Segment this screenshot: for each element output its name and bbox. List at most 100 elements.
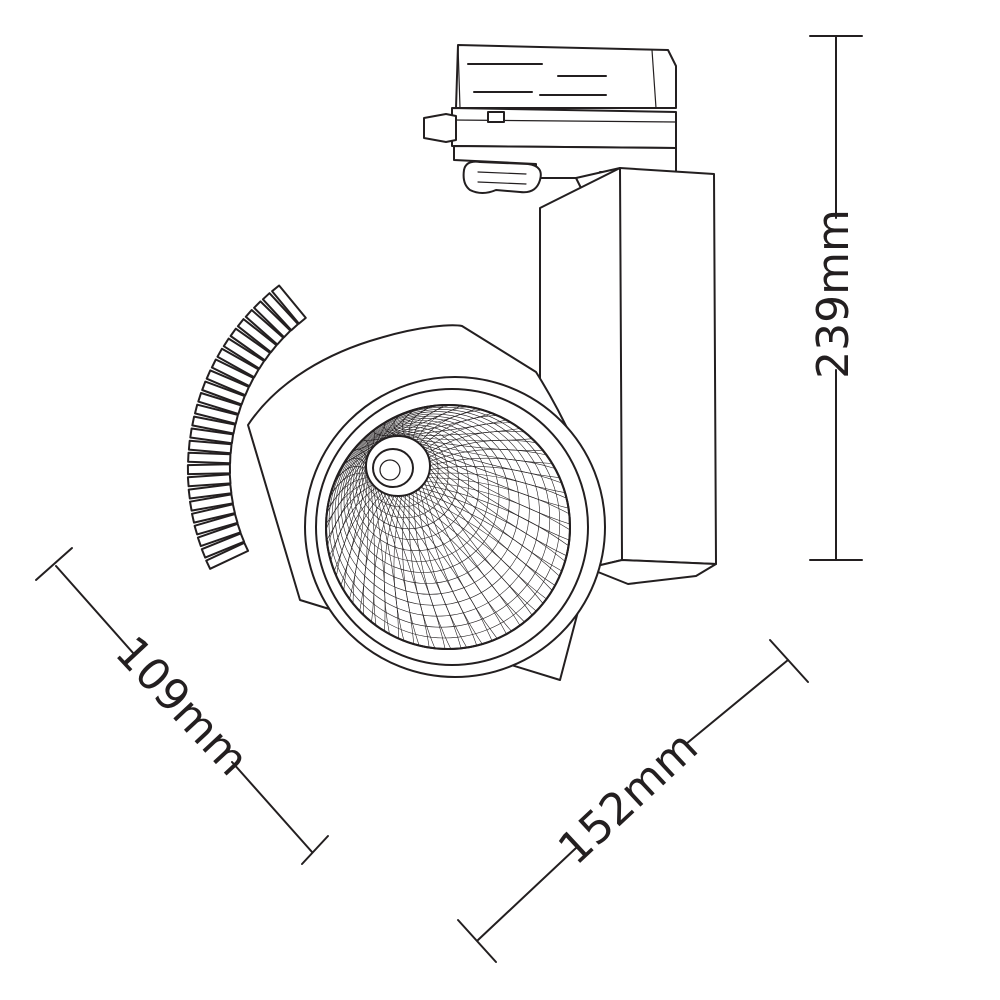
reflector-facet-line [326, 454, 371, 541]
reflector-facet-line [379, 489, 430, 648]
heat-sink-fin [191, 503, 236, 524]
heat-sink-fin [196, 522, 242, 548]
reflector-facet-line [359, 473, 370, 612]
reflector-facet-line [384, 495, 399, 635]
reflector-facet-line [393, 495, 493, 641]
reflector-facet-line [427, 465, 556, 586]
reflector-facet-line [390, 408, 477, 438]
reflector-facet-line [425, 477, 570, 515]
heat-sink-fin [222, 337, 266, 370]
heat-sink-fin [210, 358, 255, 388]
reflector-facet-line [394, 412, 493, 437]
heat-sink-fin [187, 451, 232, 465]
reflector-ring [358, 429, 459, 530]
reflector-facet-line [426, 473, 537, 612]
reflector-facet-line [397, 419, 507, 437]
reflector-ring [343, 417, 510, 584]
reflector-facet-line [371, 480, 386, 632]
reflector-facet-line [349, 469, 369, 600]
heat-sink-fin [194, 403, 239, 425]
reflector-facet-line [327, 484, 375, 546]
reflector [325, 404, 571, 650]
reflector-facet-line [416, 489, 560, 577]
reflector-facet-line [423, 480, 512, 632]
reflector-facet-line [405, 436, 533, 441]
dimension-width: 152mm [457, 639, 809, 963]
reflector-facet-line [427, 457, 556, 469]
width-label: 152mm [549, 722, 708, 875]
heat-sink-fin [261, 292, 299, 332]
heat-sink-fin [205, 369, 250, 397]
reflector-facet-line [386, 405, 462, 439]
reflector-facet-line [343, 491, 384, 591]
reflector-facet-line [419, 486, 566, 562]
reflector-facet-line [326, 480, 373, 531]
heat-sink-fin [189, 427, 235, 445]
heat-sink-fin [191, 415, 237, 435]
reflector-facet-line [405, 494, 533, 616]
reflector-facet-line [426, 472, 567, 499]
height-label: 239mm [808, 209, 859, 379]
dimension-depth: 109mm [35, 547, 329, 865]
reflector-facet-line [409, 438, 544, 451]
reflector-facet-line [333, 462, 369, 572]
reflector-facet-line [401, 495, 521, 626]
reflector-facet-line [382, 491, 446, 649]
reflector-facet-line [386, 493, 462, 649]
reflector-facet-line [421, 484, 498, 639]
reflector-facet-line [421, 415, 498, 448]
heat-sink-fin [201, 380, 246, 406]
reflector-facet-line [412, 439, 553, 464]
reflector-facet-line [416, 406, 467, 443]
heat-sink-fin [253, 300, 292, 339]
heat-sink-fin [197, 392, 243, 415]
reflector-facet-line [425, 430, 525, 455]
reflector-facet-line [426, 457, 567, 557]
reflector-facet-line [329, 458, 370, 556]
reflector-facet-line [426, 439, 537, 459]
heat-sink-fin [189, 493, 234, 512]
reflector-facet-line [401, 428, 521, 437]
reflector-facet-line [418, 487, 483, 645]
heat-sink-fin [187, 439, 233, 455]
heat-sink-fin [186, 463, 231, 476]
heat-sink-fin [200, 532, 246, 559]
dimension-height: 239mm [808, 35, 863, 561]
reflector-facet-line [408, 405, 435, 439]
reflector-facet-line [421, 484, 569, 547]
reflector-ring [352, 424, 480, 551]
reflector-facet-line [376, 487, 414, 645]
reflector-facet-line [418, 409, 483, 445]
reflector-facet-line [336, 489, 380, 577]
reflector-facet-line [423, 422, 512, 452]
track-adapter [423, 44, 677, 194]
heat-sink-fin [187, 483, 233, 500]
heat-sink-fin [236, 318, 278, 354]
reflector-facet-line [370, 477, 375, 623]
reflector-facet-line [330, 486, 377, 562]
heat-sink-fin [271, 284, 307, 325]
heat-sink-fin [229, 327, 272, 362]
reflector-facet-line [409, 493, 544, 604]
reflector-facet-line [340, 465, 369, 586]
reflector-facet-line [412, 491, 553, 591]
heat-sink-fin [244, 309, 285, 346]
reflector-facet-line [427, 465, 562, 484]
reflector-ring [334, 411, 540, 617]
heat-sink-fin [216, 347, 260, 379]
reflector-facet-line [427, 469, 547, 600]
reflector-facet-line [412, 405, 451, 441]
heat-sink-fin [193, 513, 239, 536]
reflector-facet-line [373, 495, 395, 626]
reflector-ring [340, 415, 520, 595]
reflector-ring [361, 431, 449, 519]
reflector-facet-line [425, 477, 525, 623]
reflector-ring [349, 422, 490, 562]
reflector-ring [337, 413, 530, 606]
heat-sink-fins [186, 284, 307, 570]
reflector-facet-line [397, 495, 507, 635]
reflector-facet-line [363, 494, 391, 616]
depth-label: 109mm [105, 627, 258, 786]
reflector-facet-line [389, 494, 478, 646]
